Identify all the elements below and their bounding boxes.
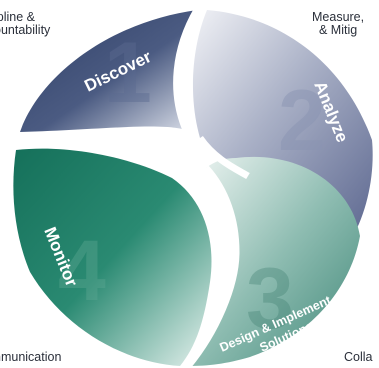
corner-label-top-left-line2: ountability xyxy=(0,23,51,37)
segment-number-3: 3 xyxy=(246,251,294,347)
segment-analyze: 2 Analyze xyxy=(192,10,373,238)
segment-number-4: 4 xyxy=(58,223,106,319)
corner-label-bottom-left: nmunication xyxy=(0,350,62,364)
segment-monitor: 4 Monitor xyxy=(13,148,212,366)
segment-design-implement: 3 Design & Implement Solutions xyxy=(188,156,360,366)
corner-label-top-right-line2: & Mitig xyxy=(319,23,358,37)
segment-separators xyxy=(19,8,250,368)
corner-label-bottom-right: Colla xyxy=(344,350,373,364)
corner-label-top-left-line1: ipline & xyxy=(0,10,35,24)
segment-number-1: 1 xyxy=(104,25,152,121)
segment-number-2: 2 xyxy=(278,73,326,169)
corner-label-top-right-line1: Measure, xyxy=(312,10,365,24)
segment-discover: 1 Discover xyxy=(20,10,197,132)
